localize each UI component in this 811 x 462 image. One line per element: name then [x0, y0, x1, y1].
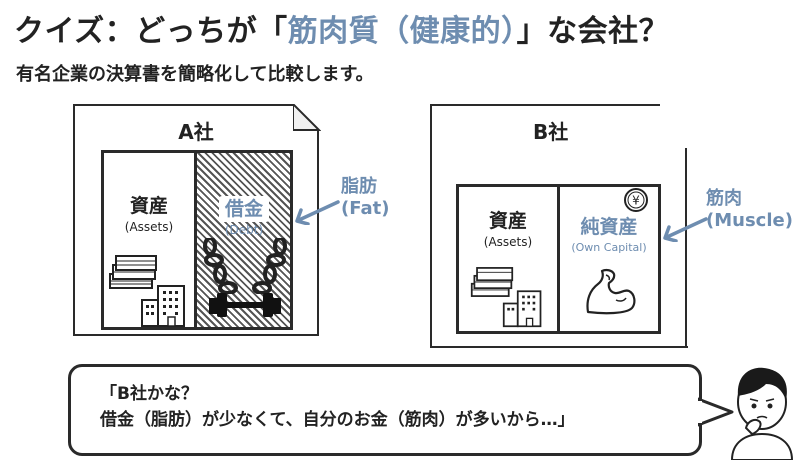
arrow-icon-muscle [663, 217, 708, 242]
assets-sub-text: (Assets) [124, 219, 174, 234]
equity-label-text: 純資産 [580, 216, 638, 238]
debt-sub-text: (Debt) [224, 222, 264, 237]
muscle-annotation: 筋肉 (Muscle) [706, 188, 793, 231]
speech-line-1: 「B社かな？ [100, 384, 198, 404]
chain-icon [203, 238, 287, 294]
speech-text: 「B社かな？ 借金（脂肪）が少なくて、自分のお金（筋肉）が多いから…」 [100, 381, 575, 434]
coin-icon: ¥ [624, 188, 648, 212]
page-subtitle: 有名企業の決算書を簡略化して比較します。 [16, 64, 374, 85]
fat-label: 脂肪 [341, 176, 377, 197]
company-b-assets-label: 資産 (Assets) [459, 210, 557, 249]
building-icon [502, 290, 542, 328]
company-b-divider [557, 184, 560, 334]
coin-symbol: ¥ [632, 194, 640, 208]
building-icon [141, 285, 185, 327]
flexed-arm-icon [586, 268, 636, 315]
page-title: クイズ：どっちが「筋肉質（健康的）」な会社？ [14, 6, 669, 50]
muscle-label: 筋肉 [706, 188, 742, 209]
equity-sub-text: (Own Capital) [571, 240, 647, 254]
assets-label-text-b: 資産 [488, 210, 527, 232]
company-a-debt-label: 借金 (Debt) [205, 196, 283, 237]
speech-bubble [68, 364, 702, 456]
paper-fold-b [660, 104, 690, 150]
fat-sub: (Fat) [341, 197, 390, 219]
paper-corner-fold-b [685, 148, 687, 348]
company-a-divider [194, 150, 197, 330]
fat-annotation: 脂肪 (Fat) [341, 176, 389, 219]
title-suffix: 」な会社？ [516, 14, 670, 49]
speech-line-2: 借金（脂肪）が少なくて、自分のお金（筋肉）が多いから…」 [100, 410, 575, 431]
money-stack-icon [470, 267, 514, 297]
assets-label-text: 資産 [129, 195, 168, 217]
company-b-equity-label: 純資産 (Own Capital) [560, 216, 658, 254]
debt-label-text: 借金 [218, 196, 269, 222]
thinking-person-icon [730, 367, 794, 460]
title-accent: 筋肉質（健康的） [287, 14, 517, 49]
company-a-assets-label: 資産 (Assets) [104, 195, 194, 234]
assets-sub-text-b: (Assets) [483, 234, 533, 249]
company-b-name-text: B社 [533, 120, 569, 144]
speech-bubble-tail [698, 397, 734, 427]
muscle-sub: (Muscle) [706, 209, 793, 231]
arrow-icon-fat [295, 200, 340, 225]
paper-corner-fold-a [293, 104, 321, 132]
company-a-name: A社 [178, 120, 214, 144]
dumbbell-icon [209, 293, 281, 317]
money-stack-icon [109, 255, 157, 289]
title-prefix: クイズ：どっちが「 [14, 14, 288, 49]
company-b-name: B社 [533, 116, 573, 145]
